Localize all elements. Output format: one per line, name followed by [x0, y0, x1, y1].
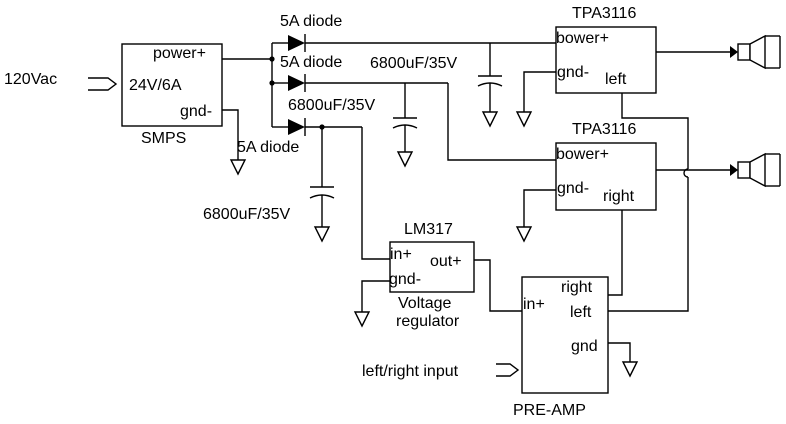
preamp-in-pin: in+: [523, 296, 545, 313]
right-amp-title: TPA3116: [572, 121, 636, 138]
right-amp-channel: right: [603, 188, 635, 205]
ground-symbol: [481, 111, 499, 128]
left-amp-box: [555, 26, 657, 94]
regulator-title: LM317: [404, 221, 453, 238]
left-amp-gnd-pin: gnd-: [557, 64, 589, 81]
preamp-box: [521, 276, 609, 394]
ac-input-connector-icon: [88, 77, 118, 91]
preamp-gnd-pin: gnd: [571, 338, 598, 355]
preamp-input-label: left/right input: [362, 363, 459, 380]
ground-symbol: [515, 111, 533, 128]
smps-power-pin: power+: [153, 45, 206, 62]
regulator-out-pin: out+: [430, 253, 462, 270]
preamp-name: PRE-AMP: [513, 402, 586, 419]
regulator-box: [389, 241, 475, 293]
capacitor-3-symbol: [309, 186, 335, 199]
diode-2-symbol: [288, 74, 306, 92]
junction-dot: [319, 124, 325, 130]
capacitor-1-symbol: [477, 75, 503, 87]
diode-1-symbol: [288, 34, 306, 52]
ground-symbols: [229, 111, 639, 378]
right-amp-box: [555, 142, 657, 211]
diode-3-label: 5A diode: [237, 139, 299, 156]
left-speaker-icon: [730, 34, 781, 70]
preamp-left-pin: left: [570, 304, 592, 321]
smps-name: SMPS: [141, 130, 186, 147]
ground-symbol: [353, 311, 371, 328]
ac-input-label: 120Vac: [4, 71, 57, 88]
junction-dot: [269, 56, 275, 62]
capacitor-1-label: 6800uF/35V: [370, 55, 458, 72]
ground-symbol: [396, 151, 414, 168]
regulator-in-pin: in+: [390, 246, 412, 263]
capacitor-2-symbol: [392, 117, 418, 129]
smps-box: [121, 43, 223, 127]
regulator-name-line1: Voltage: [398, 295, 451, 312]
smps-rating: 24V/6A: [129, 77, 182, 94]
left-amp-power-pin: bower+: [556, 30, 609, 47]
diode-1-label: 5A diode: [280, 13, 342, 30]
ground-symbol: [621, 361, 639, 378]
ground-symbol: [313, 226, 331, 243]
right-speaker-icon: [730, 152, 781, 188]
wires: [222, 42, 735, 362]
left-amp-title: TPA3116: [572, 5, 636, 22]
left-amp-channel: left: [605, 71, 627, 88]
capacitor-3-label: 6800uF/35V: [203, 206, 291, 223]
right-amp-power-pin: bower+: [556, 146, 609, 163]
junction-dots: [269, 56, 325, 130]
ground-symbol: [515, 226, 533, 243]
capacitor-2-label: 6800uF/35V: [288, 97, 376, 114]
diode-3-symbol: [288, 118, 306, 136]
audio-input-connector-icon: [496, 363, 520, 377]
smps-gnd-pin: gnd-: [180, 103, 212, 120]
regulator-gnd-pin: gnd-: [389, 271, 421, 288]
right-amp-gnd-pin: gnd-: [557, 180, 589, 197]
preamp-right-pin: right: [561, 279, 593, 296]
regulator-name-line2: regulator: [396, 313, 460, 330]
diode-2-label: 5A diode: [280, 54, 342, 71]
junction-dot: [269, 80, 275, 86]
ground-symbol: [229, 159, 247, 176]
